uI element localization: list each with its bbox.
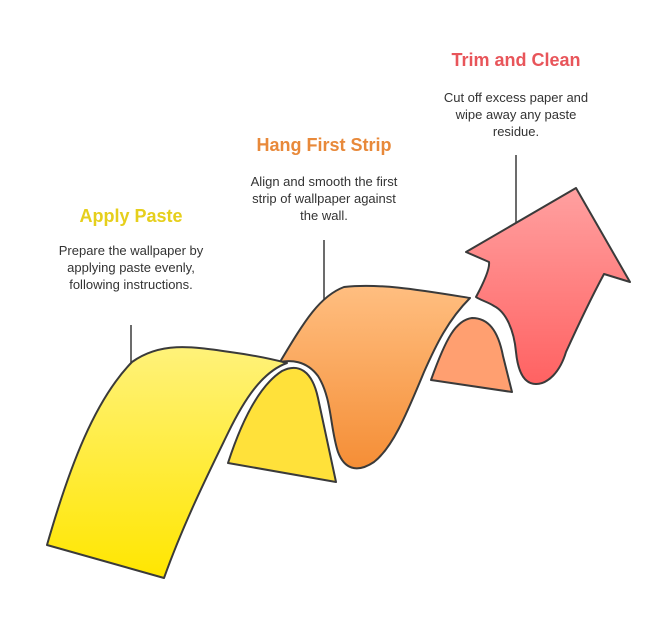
ribbon-segment-red-tail — [430, 317, 513, 393]
ribbon-arrow-head-red — [465, 187, 631, 385]
ribbon-segment-yellow — [46, 346, 288, 579]
ribbon-segment-orange — [279, 284, 471, 470]
step-title-hang-first-strip: Hang First Strip — [256, 135, 391, 156]
ribbon-segment-orange-tail — [227, 366, 337, 483]
step-description-trim-and-clean: Cut off excess paper and wipe away any p… — [443, 90, 589, 139]
step-title-text: Apply Paste — [79, 206, 183, 226]
step-title-trim-and-clean: Trim and Clean — [451, 50, 580, 71]
step-title-text: Trim and Clean — [451, 50, 581, 70]
step-description-apply-paste: Prepare the wallpaper by applying paste … — [58, 243, 204, 292]
step-title-text: Hang First Strip — [256, 135, 392, 155]
step-title-apply-paste: Apply Paste — [79, 206, 182, 227]
step-description-hang-first-strip: Align and smooth the first strip of wall… — [250, 174, 398, 223]
